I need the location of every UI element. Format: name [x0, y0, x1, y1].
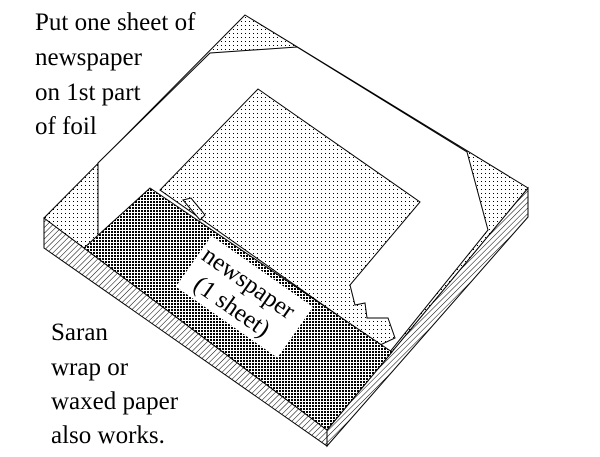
instruction-line-2: newspaper	[35, 44, 143, 71]
alternative-line-1: Saran	[51, 319, 108, 346]
alternative-line-4: also works.	[51, 422, 165, 449]
newspaper-sheet	[159, 88, 421, 346]
instruction-line-4: of foil	[35, 113, 97, 140]
instruction-line-1: Put one sheet of	[35, 9, 196, 36]
instruction-line-3: on 1st part	[35, 79, 141, 106]
alternative-line-3: waxed paper	[51, 388, 179, 415]
alternative-line-2: wrap or	[51, 354, 129, 381]
newspaper-tab	[182, 197, 206, 221]
sheet-label-box	[175, 235, 313, 358]
